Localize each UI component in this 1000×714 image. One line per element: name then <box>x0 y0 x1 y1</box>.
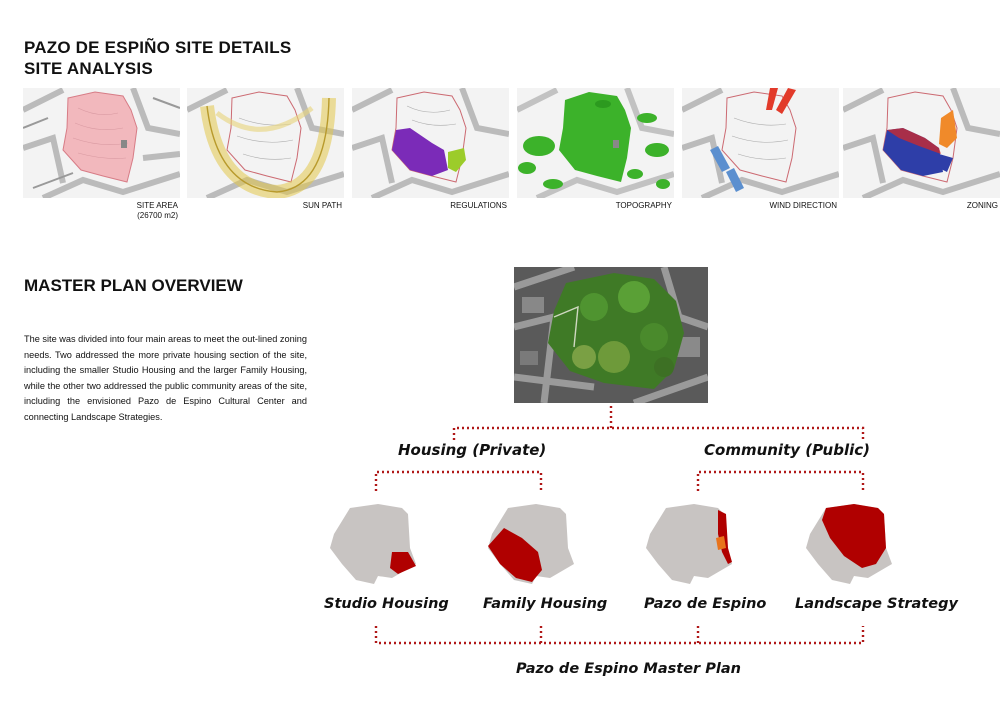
caption-line: REGULATIONS <box>450 201 507 210</box>
aerial-photo <box>514 267 708 403</box>
zoning-map <box>843 88 1000 198</box>
wind-direction-map <box>682 88 839 198</box>
analysis-panel-wind-direction: WIND DIRECTION <box>682 88 839 218</box>
connector-bottom-stems <box>539 626 700 643</box>
caption-line: WIND DIRECTION <box>769 201 837 210</box>
master-plan-footer-label: Pazo de Espino Master Plan <box>516 661 741 677</box>
site-analysis-strip: SITE AREA (26700 m2) SUN PATH <box>23 88 1000 221</box>
zone-label-landscape-strategy: Landscape Strategy <box>795 596 958 612</box>
caption-wind-direction: WIND DIRECTION <box>769 201 837 211</box>
caption-topography: TOPOGRAPHY <box>616 201 672 211</box>
section-title-site-analysis: SITE ANALYSIS <box>24 59 153 78</box>
sun-path-map <box>187 88 344 198</box>
connector-public-bar <box>696 470 865 491</box>
topography-map <box>517 88 674 198</box>
caption-line: SUN PATH <box>302 201 342 210</box>
connector-bottom-bar <box>374 626 865 645</box>
analysis-panel-regulations: REGULATIONS <box>352 88 509 218</box>
zone-diagram-landscape-strategy <box>804 504 900 586</box>
regulations-map <box>352 88 509 198</box>
analysis-panel-sun-path: SUN PATH <box>187 88 344 218</box>
caption-site-area: SITE AREA (26700 m2) <box>137 201 178 221</box>
zone-diagram-family-housing <box>486 504 582 586</box>
caption-sun-path: SUN PATH <box>303 201 342 211</box>
site-area-map <box>23 88 180 198</box>
caption-line: ZONING <box>966 201 998 210</box>
analysis-panel-zoning: ZONING <box>843 88 1000 218</box>
caption-line: TOPOGRAPHY <box>615 201 672 210</box>
master-plan-diagram: Housing (Private) Community (Public) Stu… <box>300 400 980 700</box>
page-title: PAZO DE ESPIÑO SITE DETAILS <box>24 38 292 57</box>
analysis-panel-topography: TOPOGRAPHY <box>517 88 674 218</box>
zone-label-family-housing: Family Housing <box>483 596 608 612</box>
connector-private-bar <box>374 470 543 491</box>
zone-diagram-pazo-de-espino <box>644 504 740 586</box>
master-plan-heading: MASTER PLAN OVERVIEW <box>24 276 243 295</box>
connector-group-bar <box>452 426 865 440</box>
zone-label-pazo-de-espino: Pazo de Espino <box>644 596 767 612</box>
caption-line: (26700 m2) <box>137 211 178 220</box>
master-plan-description: The site was divided into four main area… <box>24 334 307 422</box>
zone-label-studio-housing: Studio Housing <box>324 596 449 612</box>
caption-line: SITE AREA <box>136 201 178 210</box>
group-label-public: Community (Public) <box>704 441 871 459</box>
caption-regulations: REGULATIONS <box>450 201 507 211</box>
group-label-private: Housing (Private) <box>398 441 547 459</box>
analysis-panel-site-area: SITE AREA (26700 m2) <box>23 88 180 221</box>
zone-diagram-studio-housing <box>328 504 424 586</box>
caption-zoning: ZONING <box>967 201 998 211</box>
diagram-connectors <box>374 406 865 645</box>
